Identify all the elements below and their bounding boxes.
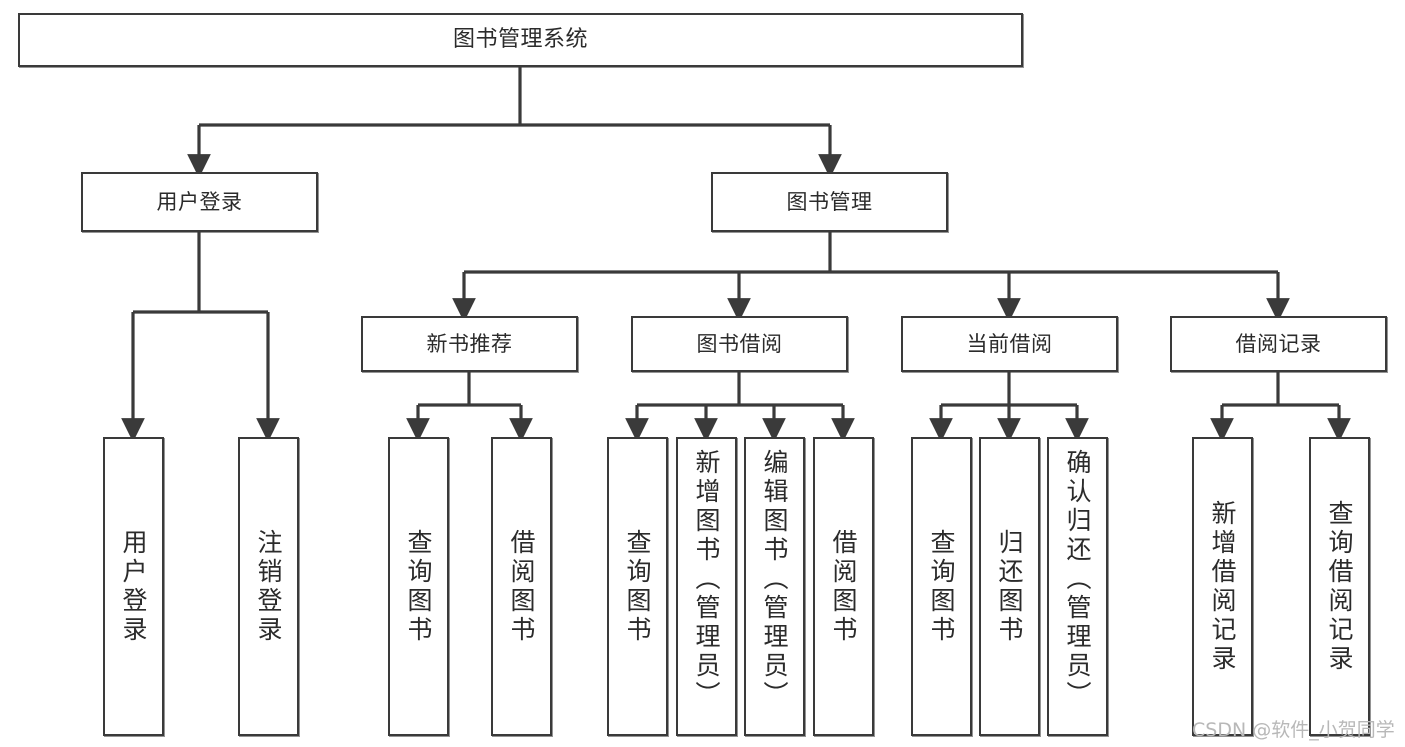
node-label: 图书管理 [786, 189, 873, 214]
node-leaf-query-record[interactable]: 查询借阅记录 [1309, 437, 1370, 736]
node-leaf-borrow-book-1[interactable]: 借阅图书 [491, 437, 552, 736]
node-book-borrow[interactable]: 图书借阅 [631, 316, 848, 372]
node-label: 查询图书 [623, 528, 652, 645]
node-leaf-query-book-3[interactable]: 查询图书 [911, 437, 972, 736]
node-new-book-recommend[interactable]: 新书推荐 [361, 316, 578, 372]
node-current-borrow[interactable]: 当前借阅 [901, 316, 1118, 372]
node-leaf-borrow-book-2[interactable]: 借阅图书 [813, 437, 874, 736]
node-label: 归还图书 [995, 528, 1024, 645]
node-leaf-logout[interactable]: 注销登录 [238, 437, 299, 736]
node-label: 图书管理系统 [452, 27, 588, 53]
node-leaf-query-book-2[interactable]: 查询图书 [607, 437, 668, 736]
node-leaf-add-record[interactable]: 新增借阅记录 [1192, 437, 1253, 736]
node-leaf-return-book[interactable]: 归还图书 [979, 437, 1040, 736]
node-leaf-user-login[interactable]: 用户登录 [103, 437, 164, 736]
node-borrow-record[interactable]: 借阅记录 [1170, 316, 1387, 372]
node-label: 图书借阅 [696, 331, 783, 356]
node-label: 查询图书 [927, 528, 956, 645]
node-label: 注销登录 [254, 528, 283, 645]
node-leaf-confirm-return[interactable]: 确认归还（管理员） [1047, 437, 1108, 736]
node-label: 查询图书 [404, 528, 433, 645]
node-label: 当前借阅 [966, 331, 1053, 356]
node-label: 确认归还（管理员） [1063, 449, 1092, 710]
node-root-book-management-system[interactable]: 图书管理系统 [18, 13, 1023, 67]
node-label: 新增图书（管理员） [692, 449, 721, 710]
node-label: 借阅图书 [829, 528, 858, 645]
node-label: 新书推荐 [426, 331, 513, 356]
node-label: 用户登录 [156, 189, 243, 214]
node-label: 新增借阅记录 [1208, 499, 1237, 674]
node-leaf-edit-book[interactable]: 编辑图书（管理员） [744, 437, 805, 736]
node-label: 用户登录 [119, 528, 148, 645]
node-leaf-query-book-1[interactable]: 查询图书 [388, 437, 449, 736]
node-label: 编辑图书（管理员） [760, 449, 789, 710]
node-user-login[interactable]: 用户登录 [81, 172, 318, 232]
node-label: 借阅记录 [1235, 331, 1322, 356]
node-book-manage[interactable]: 图书管理 [711, 172, 948, 232]
node-label: 借阅图书 [507, 528, 536, 645]
node-label: 查询借阅记录 [1325, 499, 1354, 674]
node-leaf-add-book[interactable]: 新增图书（管理员） [676, 437, 737, 736]
